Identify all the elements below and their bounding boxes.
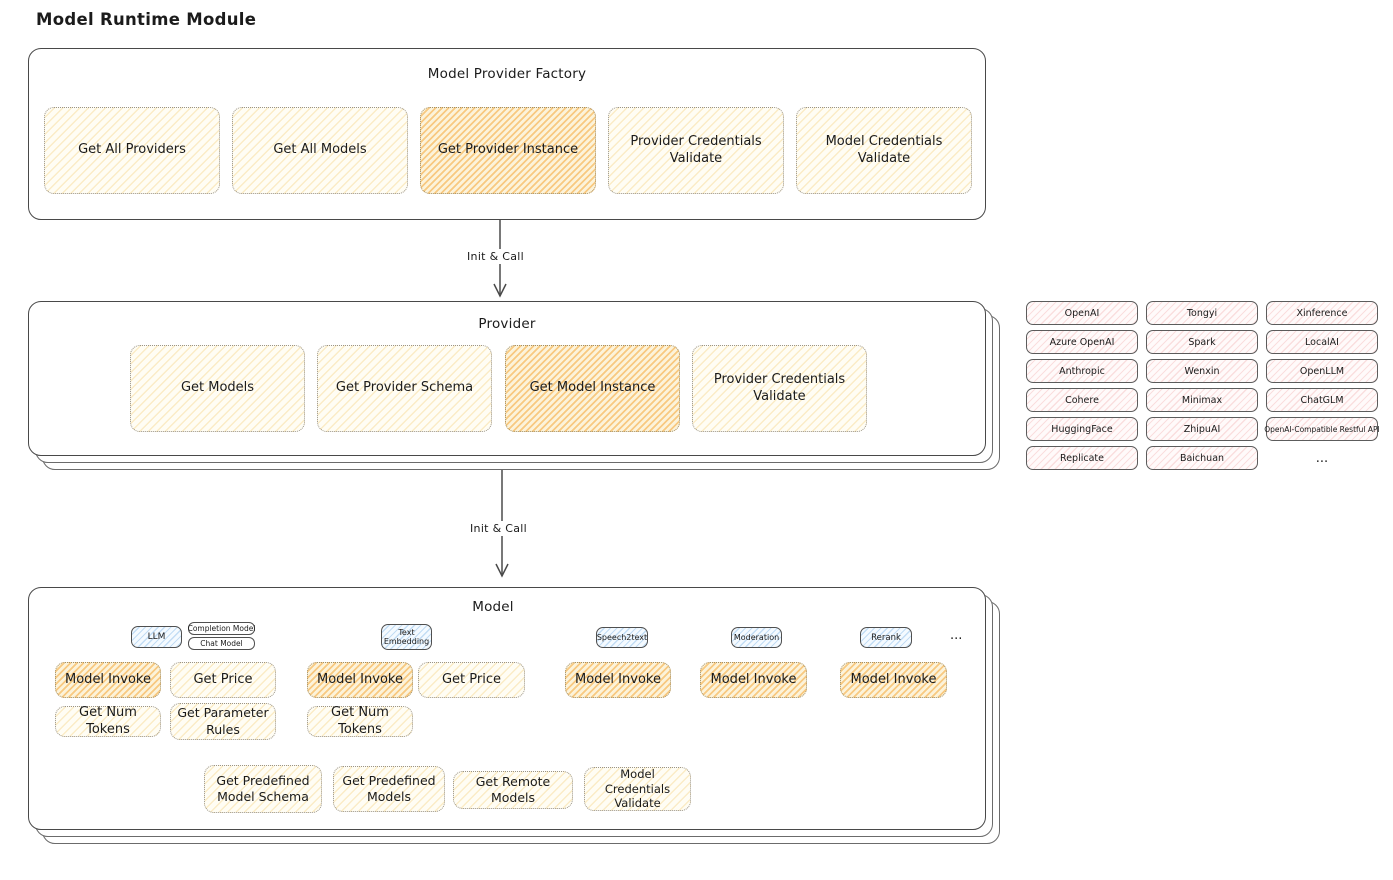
provider-item-get-model-instance: Get Model Instance	[505, 345, 680, 432]
factory-item-provider-credentials-validate: Provider Credentials Validate	[608, 107, 784, 194]
tag-speech2text: Speech2text	[596, 627, 648, 648]
text-embedding-get-num-tokens: Get Num Tokens	[307, 705, 413, 737]
tag-chat-model: Chat Model	[188, 637, 255, 650]
provider-chip-openllm: OpenLLM	[1266, 359, 1378, 383]
shared-model-credentials-validate: Model Credentials Validate	[584, 767, 691, 811]
provider-item-provider-credentials-validate: Provider Credentials Validate	[692, 345, 867, 432]
llm-get-num-tokens: Get Num Tokens	[55, 705, 161, 737]
text-embedding-get-price: Get Price	[418, 662, 525, 698]
provider-title: Provider	[478, 316, 536, 332]
arrow-label-init-call-2: Init & Call	[467, 521, 530, 536]
provider-chip-anthropic: Anthropic	[1026, 359, 1138, 383]
provider-chip-azure-openai: Azure OpenAI	[1026, 330, 1138, 354]
provider-chip-xinference: Xinference	[1266, 301, 1378, 325]
provider-chip-chatglm: ChatGLM	[1266, 388, 1378, 412]
arrow-label-init-call-1: Init & Call	[464, 249, 527, 264]
text-embedding-model-invoke: Model Invoke	[307, 662, 413, 698]
model-more-ellipsis: ...	[950, 628, 963, 643]
llm-get-parameter-rules: Get Parameter Rules	[170, 703, 276, 740]
shared-get-remote-models: Get Remote Models	[453, 771, 573, 809]
provider-chip-openai: OpenAI	[1026, 301, 1138, 325]
rerank-model-invoke: Model Invoke	[840, 662, 947, 698]
model-title: Model	[472, 599, 514, 615]
provider-chip-minimax: Minimax	[1146, 388, 1258, 412]
llm-get-price: Get Price	[170, 662, 276, 698]
provider-chip-replicate: Replicate	[1026, 446, 1138, 470]
provider-chip-baichuan: Baichuan	[1146, 446, 1258, 470]
provider-list-grid: OpenAI Azure OpenAI Anthropic Cohere Hug…	[1026, 301, 1380, 470]
tag-rerank: Rerank	[860, 627, 912, 648]
shared-get-predefined-model-schema: Get Predefined Model Schema	[204, 765, 322, 813]
shared-get-predefined-models: Get Predefined Models	[333, 766, 445, 812]
provider-list-more-ellipsis: ...	[1315, 450, 1329, 466]
provider-chip-wenxin: Wenxin	[1146, 359, 1258, 383]
provider-chip-cohere: Cohere	[1026, 388, 1138, 412]
provider-chip-openai-compatible-restful-api: OpenAI-Compatible Restful API	[1264, 417, 1380, 441]
factory-item-get-all-providers: Get All Providers	[44, 107, 220, 194]
page-title: Model Runtime Module	[36, 10, 257, 29]
speech2text-model-invoke: Model Invoke	[565, 662, 671, 698]
factory-title: Model Provider Factory	[427, 66, 587, 82]
factory-item-get-all-models: Get All Models	[232, 107, 408, 194]
provider-chip-zhipuai: ZhipuAI	[1146, 417, 1258, 441]
provider-item-get-models: Get Models	[130, 345, 305, 432]
provider-item-get-provider-schema: Get Provider Schema	[317, 345, 492, 432]
provider-chip-huggingface: HuggingFace	[1026, 417, 1138, 441]
factory-item-get-provider-instance: Get Provider Instance	[420, 107, 596, 194]
moderation-model-invoke: Model Invoke	[700, 662, 807, 698]
tag-completion-model: Completion Model	[187, 622, 256, 635]
tag-text-embedding: Text Embedding	[381, 624, 432, 650]
provider-chip-spark: Spark	[1146, 330, 1258, 354]
llm-model-invoke: Model Invoke	[55, 662, 161, 698]
tag-llm: LLM	[131, 626, 182, 648]
provider-chip-tongyi: Tongyi	[1146, 301, 1258, 325]
factory-item-model-credentials-validate: Model Credentials Validate	[796, 107, 972, 194]
provider-chip-localai: LocalAI	[1266, 330, 1378, 354]
tag-moderation: Moderation	[731, 627, 782, 648]
